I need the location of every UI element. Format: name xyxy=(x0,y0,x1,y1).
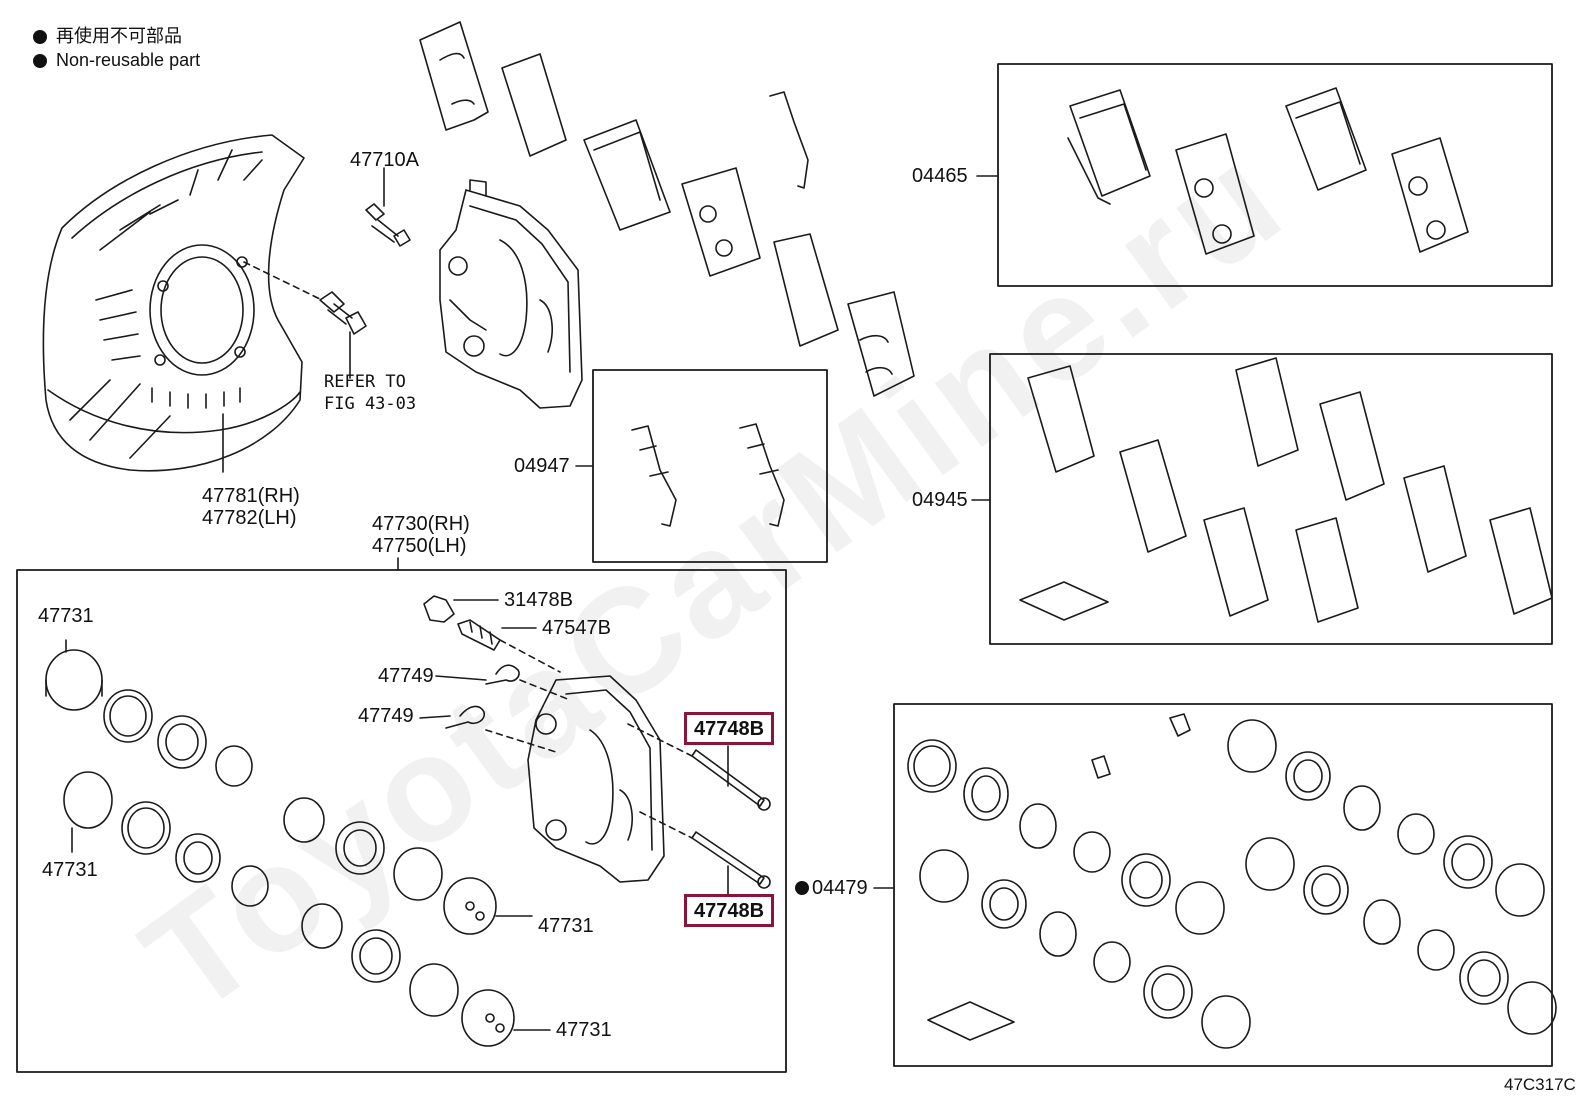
figure-id: 47C317C xyxy=(1504,1075,1576,1094)
bolt-refer-icon xyxy=(319,291,367,335)
leader-47749a xyxy=(435,675,487,681)
clip-47749-lower-icon xyxy=(445,705,486,729)
piston-seal-set-row4-icon xyxy=(301,903,515,1047)
bolt-47710A-icon xyxy=(365,203,411,247)
dashed-guide xyxy=(519,679,571,701)
box-04479 xyxy=(893,703,1553,1067)
brake-caliper-lower-icon xyxy=(527,675,665,883)
part-number-47749-upper[interactable]: 47749 xyxy=(378,665,434,687)
clip-47749-upper-icon xyxy=(485,664,520,685)
part-number-04465[interactable]: 04465 xyxy=(912,165,968,187)
pin-47748B-upper-icon xyxy=(691,749,771,811)
legend-bullet-icon xyxy=(33,54,47,68)
legend-text-en: Non-reusable part xyxy=(56,50,201,70)
brake-caliper-upper-icon xyxy=(439,179,583,409)
part-number-47731-c[interactable]: 47731 xyxy=(538,915,594,937)
dashed-guide xyxy=(485,729,557,753)
part-number-47547B[interactable]: 47547B xyxy=(542,617,611,639)
box-caliper-assembly xyxy=(16,569,787,1073)
part-number-47731-b[interactable]: 47731 xyxy=(42,859,98,881)
part-number-47731-a[interactable]: 47731 xyxy=(38,605,94,627)
pad-support-plate-04947-icon xyxy=(631,423,785,527)
legend-text-jp: 再使用不可部品 xyxy=(56,26,182,46)
leader-47749b xyxy=(419,715,451,719)
legend-bullet-icon xyxy=(33,30,47,44)
box-04945 xyxy=(989,353,1553,645)
dashed-guide xyxy=(243,261,323,301)
part-number-47749-lower[interactable]: 47749 xyxy=(358,705,414,727)
pad-kit-04945-icon xyxy=(1019,357,1553,623)
part-number-47750[interactable]: 47750(LH) xyxy=(372,535,467,557)
pad-kit-04465-icon xyxy=(1067,87,1469,255)
dashed-guide xyxy=(627,723,693,757)
disc-brake-dust-cover-icon xyxy=(42,134,305,472)
piston-seal-set-row3-icon xyxy=(283,797,497,935)
seal-kit-04479-icon xyxy=(907,713,1557,1049)
part-number-47748B-bottom-highlighted[interactable]: 47748B xyxy=(684,894,775,927)
dashed-guide xyxy=(499,639,561,673)
part-number-04479[interactable]: 04479 xyxy=(812,877,868,899)
non-reusable-bullet-icon xyxy=(795,881,809,895)
brake-pad-set-upper-icon xyxy=(419,21,915,397)
part-number-47781[interactable]: 47781(RH) xyxy=(202,485,300,507)
piston-seal-set-row2-icon xyxy=(63,771,269,907)
dashed-guide xyxy=(639,811,693,839)
part-number-47731-d[interactable]: 47731 xyxy=(556,1019,612,1041)
bleeder-cap-31478B-icon xyxy=(423,595,455,623)
refer-to-label: REFER TO xyxy=(324,372,406,392)
part-number-47730[interactable]: 47730(RH) xyxy=(372,513,470,535)
piston-seal-set-row1-icon xyxy=(45,649,253,787)
part-number-47748B-top-highlighted[interactable]: 47748B xyxy=(684,712,775,745)
box-04465 xyxy=(997,63,1553,287)
part-number-31478B[interactable]: 31478B xyxy=(504,589,573,611)
part-number-04945[interactable]: 04945 xyxy=(912,489,968,511)
part-number-04947[interactable]: 04947 xyxy=(514,455,570,477)
bleeder-plug-47547B-icon xyxy=(457,619,501,651)
part-number-47710A[interactable]: 47710A xyxy=(350,149,419,171)
part-number-47782[interactable]: 47782(LH) xyxy=(202,507,297,529)
refer-fig-link[interactable]: FIG 43-03 xyxy=(324,394,417,414)
box-04947 xyxy=(592,369,828,563)
pin-47748B-lower-icon xyxy=(691,831,771,889)
